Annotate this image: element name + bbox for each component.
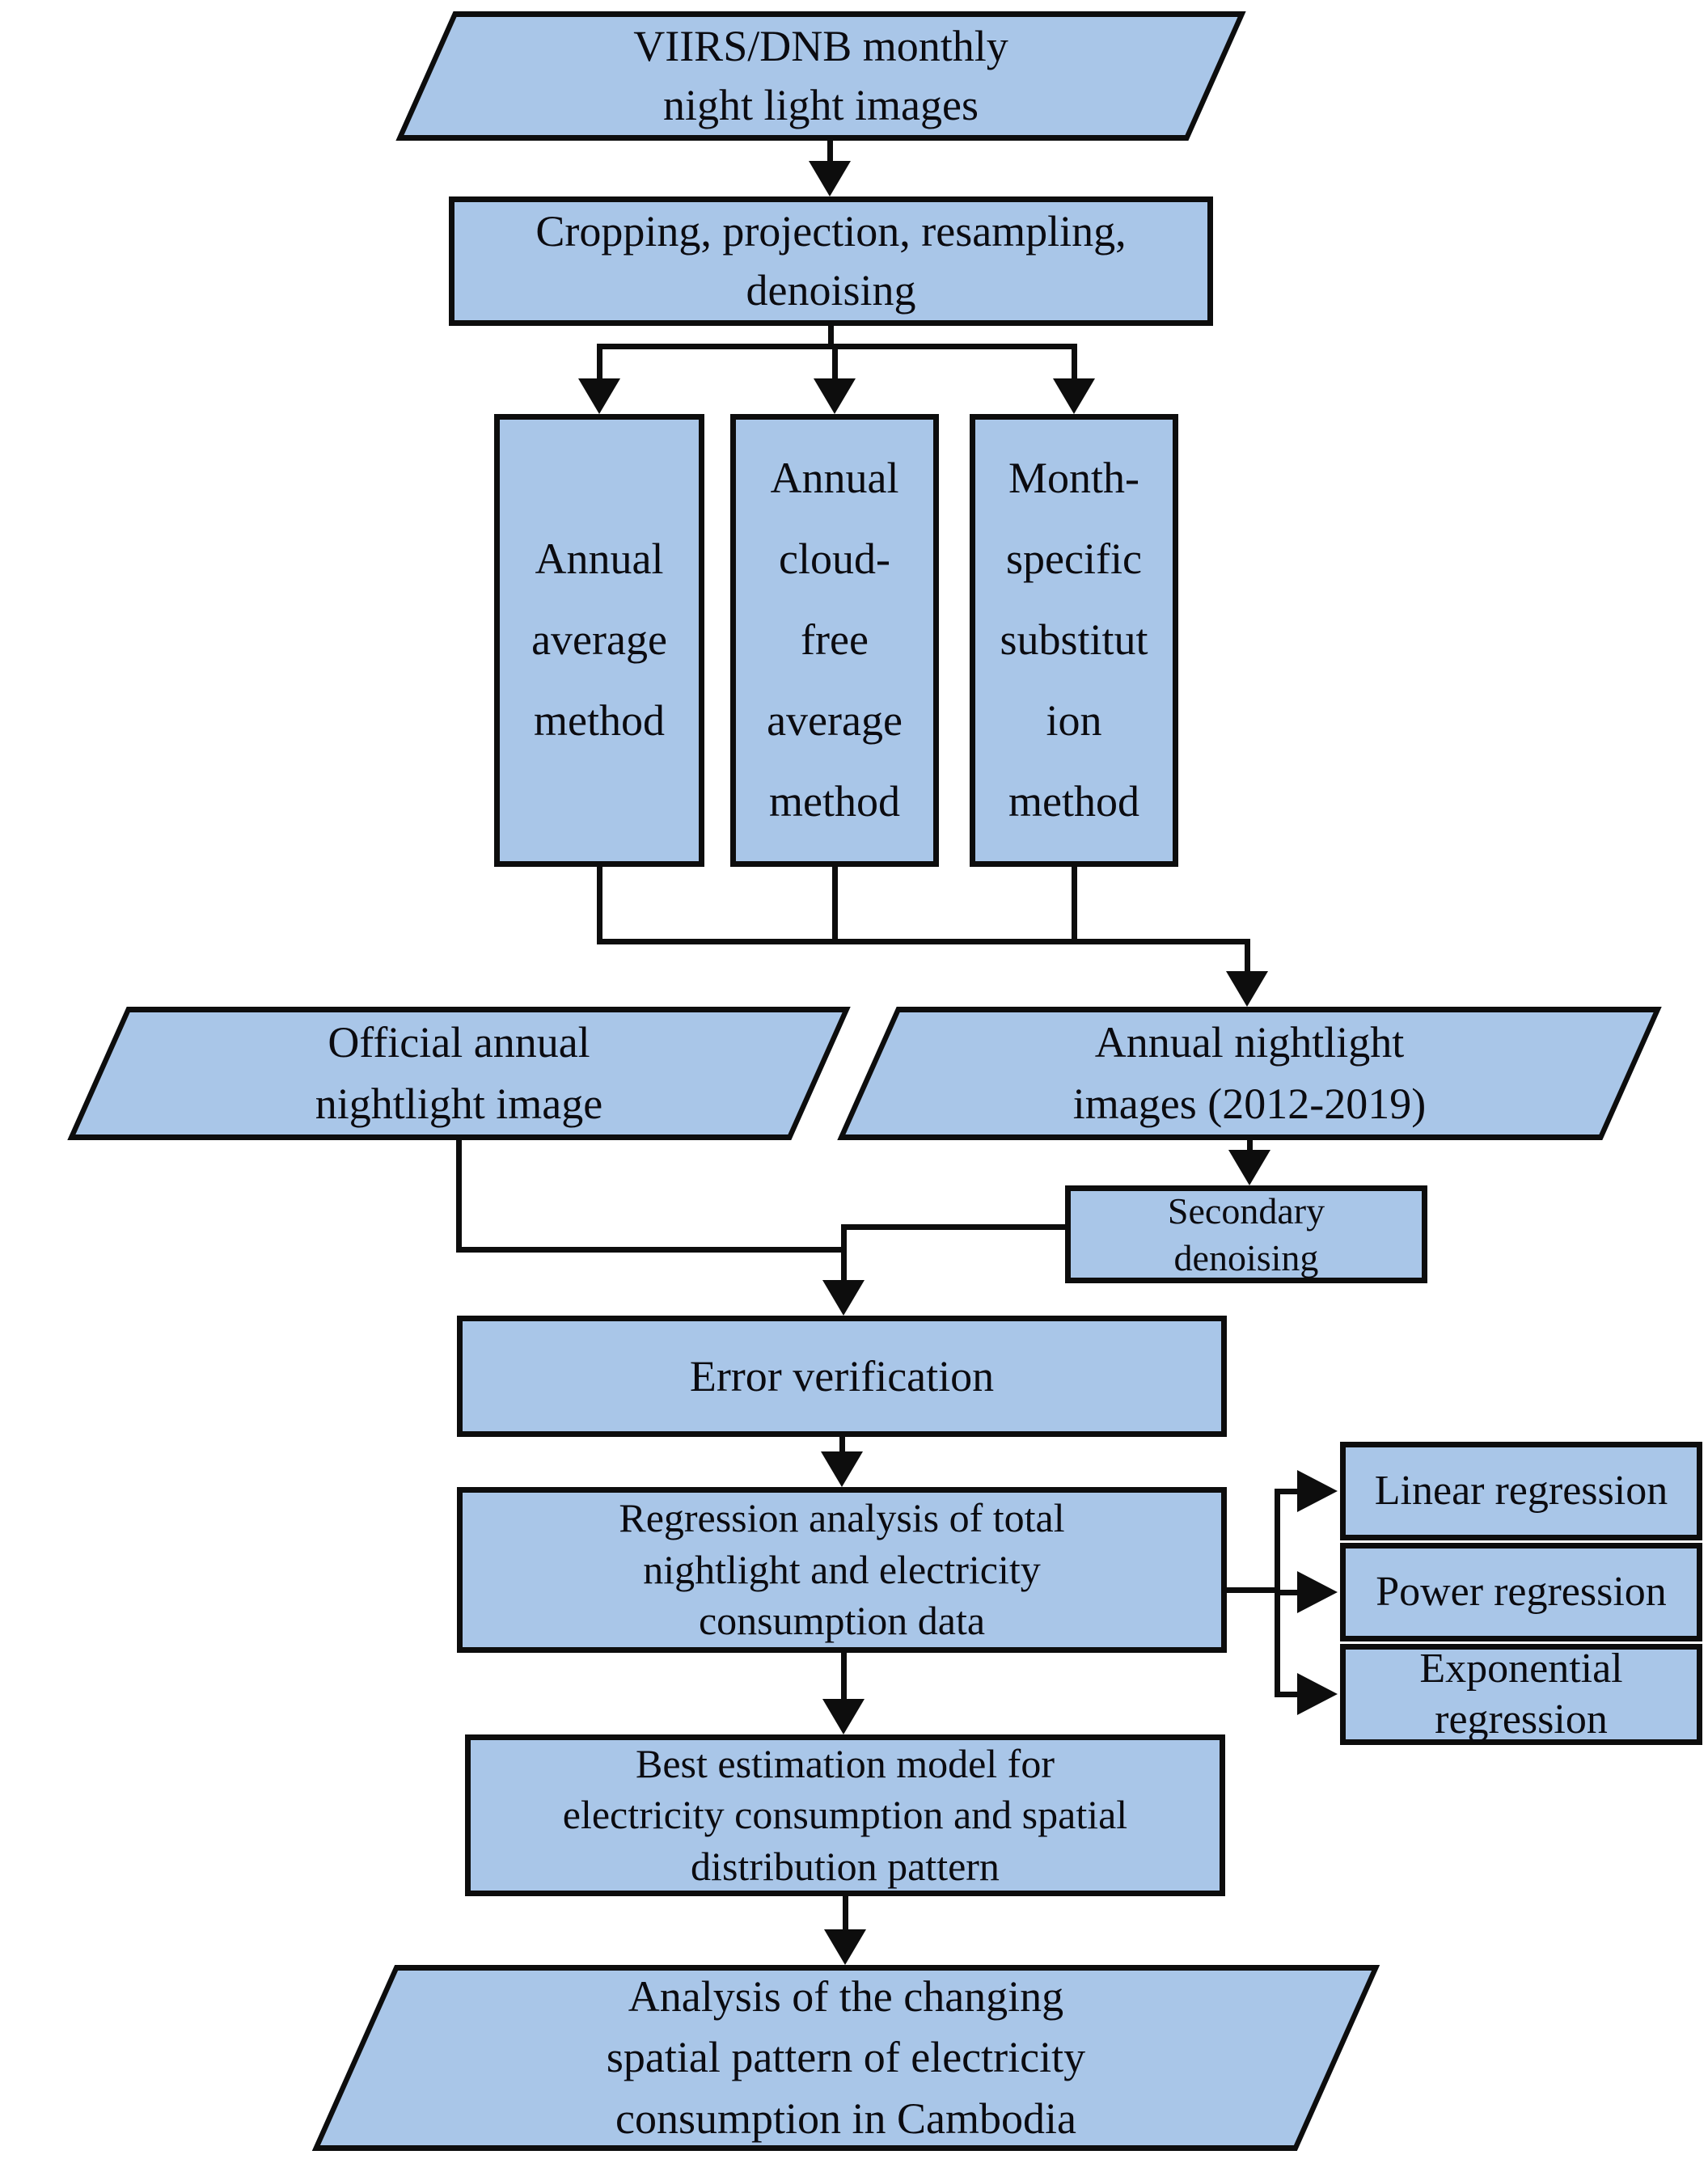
node-cloud-free-average-method-label: Annual cloud- free average method (767, 454, 903, 826)
edge-junction-to-error-arrowhead (822, 1280, 865, 1316)
node-linear-regression-label: Linear regression (1374, 1467, 1668, 1514)
edge-official-annual-across-line (456, 1247, 847, 1253)
edge-power-stub-line (1275, 1590, 1299, 1595)
edge-annual-images-secondary-arrowhead (1228, 1150, 1270, 1185)
edge-regression-feed-line (1227, 1587, 1280, 1593)
node-linear-regression: Linear regression (1340, 1442, 1702, 1540)
edge-power-arrowhead (1297, 1571, 1338, 1613)
node-official-annual-image: Official annual nightlight image (67, 1007, 851, 1140)
node-analysis-cambodia: Analysis of the changing spatial pattern… (311, 1965, 1380, 2151)
edge-month-specific-merge-line (1072, 867, 1077, 942)
edge-error-regression-arrowhead (821, 1451, 863, 1487)
edge-branch-month-specific-line (1072, 344, 1077, 380)
edge-annual-images-secondary-line (1247, 1140, 1253, 1153)
edge-merge-to-annual-images-arrowhead (1226, 971, 1268, 1007)
node-best-estimation-model-label: Best estimation model for electricity co… (562, 1740, 1128, 1889)
edge-linear-stub-line (1275, 1489, 1299, 1494)
edge-merge-to-annual-images-line (1245, 939, 1250, 976)
edge-branch-month-specific-arrowhead (1053, 378, 1095, 414)
node-best-estimation-model: Best estimation model for electricity co… (465, 1734, 1225, 1896)
node-annual-average-method: Annual average method (494, 414, 704, 867)
edge-preprocessing-branch-stem (828, 326, 834, 349)
node-viirs-monthly: VIIRS/DNB monthly night light images (395, 11, 1246, 141)
node-regression-analysis-label: Regression analysis of total nightlight … (619, 1495, 1065, 1644)
edge-error-regression-line (839, 1437, 845, 1455)
edge-secondary-across-line (841, 1224, 1065, 1230)
node-viirs-monthly-label: VIIRS/DNB monthly night light images (633, 22, 1008, 129)
edge-exponential-stub-line (1275, 1692, 1299, 1697)
edge-exponential-arrowhead (1297, 1673, 1338, 1715)
edge-regression-best-line (841, 1653, 847, 1701)
node-preprocessing: Cropping, projection, resampling, denois… (449, 196, 1213, 326)
node-power-regression-label: Power regression (1376, 1568, 1667, 1615)
edge-linear-arrowhead (1297, 1470, 1338, 1512)
node-official-annual-image-label: Official annual nightlight image (315, 1017, 603, 1128)
edge-official-annual-down-line (456, 1140, 462, 1253)
node-preprocessing-label: Cropping, projection, resampling, denois… (535, 207, 1127, 315)
edge-best-analysis-arrowhead (824, 1929, 866, 1965)
node-cloud-free-average-method: Annual cloud- free average method (730, 414, 939, 867)
edge-viirs-preprocessing-arrowhead (809, 161, 851, 196)
edge-branch-annual-average-arrowhead (578, 378, 620, 414)
node-power-regression: Power regression (1340, 1543, 1702, 1641)
edge-branch-annual-average-line (597, 344, 602, 380)
edge-junction-to-error-line (841, 1224, 847, 1285)
edge-branch-cloud-free-arrowhead (814, 378, 856, 414)
node-exponential-regression: Exponential regression (1340, 1644, 1702, 1745)
node-regression-analysis: Regression analysis of total nightlight … (457, 1487, 1227, 1653)
node-annual-nightlight-images: Annual nightlight images (2012-2019) (837, 1007, 1662, 1140)
edge-regression-best-arrowhead (822, 1699, 865, 1734)
node-analysis-cambodia-label: Analysis of the changing spatial pattern… (606, 1971, 1086, 2143)
edge-cloud-free-merge-line (832, 867, 838, 942)
node-month-specific-method: Month- specific substitut ion method (970, 414, 1178, 867)
node-error-verification: Error verification (457, 1316, 1227, 1437)
node-annual-nightlight-images-label: Annual nightlight images (2012-2019) (1072, 1017, 1427, 1128)
node-secondary-denoising-label: Secondary denoising (1167, 1190, 1325, 1278)
node-error-verification-label: Error verification (689, 1351, 995, 1401)
node-secondary-denoising: Secondary denoising (1065, 1185, 1427, 1283)
edge-branch-cloud-free-line (832, 344, 838, 380)
edge-best-analysis-line (843, 1896, 848, 1932)
node-annual-average-method-label: Annual average method (531, 534, 667, 745)
edge-merge-bus (597, 939, 1250, 944)
edge-annual-average-merge-line (597, 867, 602, 942)
node-exponential-regression-label: Exponential regression (1419, 1646, 1623, 1743)
node-month-specific-method-label: Month- specific substitut ion method (1000, 454, 1148, 826)
edge-viirs-preprocessing-line (827, 141, 833, 165)
